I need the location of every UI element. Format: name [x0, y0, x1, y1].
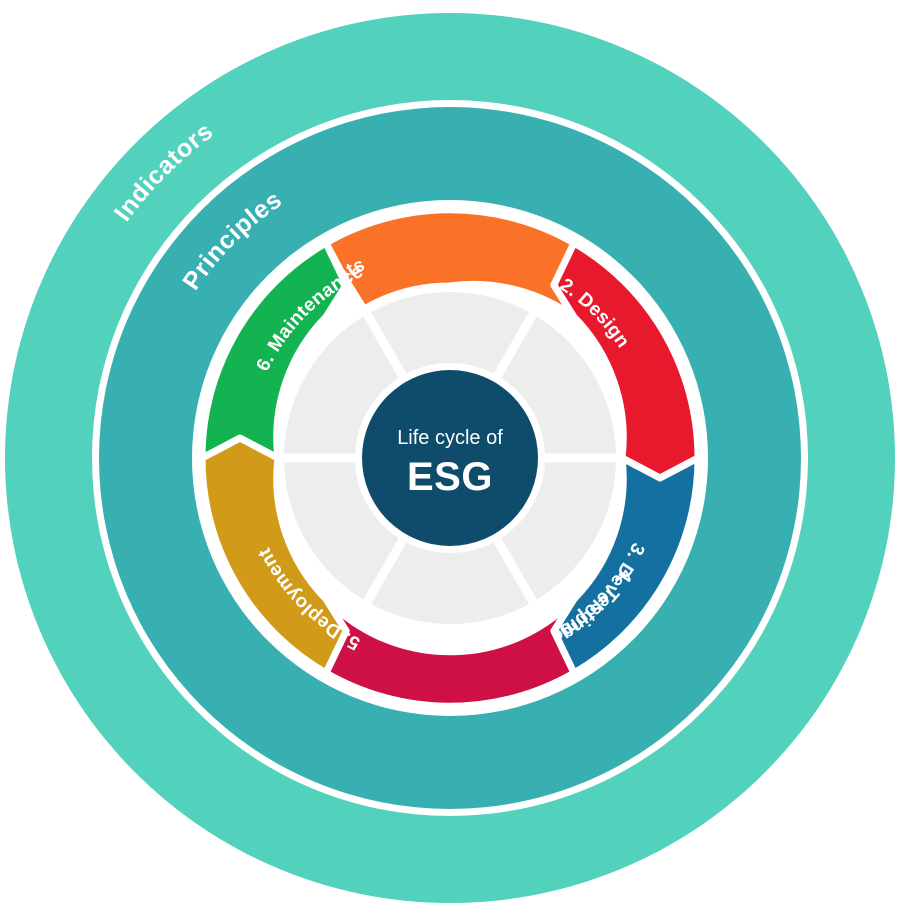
- center-hub-circle[interactable]: [362, 370, 538, 546]
- segment-6-shape[interactable]: [198, 239, 350, 462]
- center-hub[interactable]: Life cycle of ESG: [362, 370, 538, 546]
- hub-top-text: Life cycle of: [397, 427, 503, 449]
- hub-main-text: ESG: [407, 455, 493, 499]
- segment-design[interactable]: 2. Design: [550, 239, 702, 482]
- segment-4-shape[interactable]: [322, 595, 578, 710]
